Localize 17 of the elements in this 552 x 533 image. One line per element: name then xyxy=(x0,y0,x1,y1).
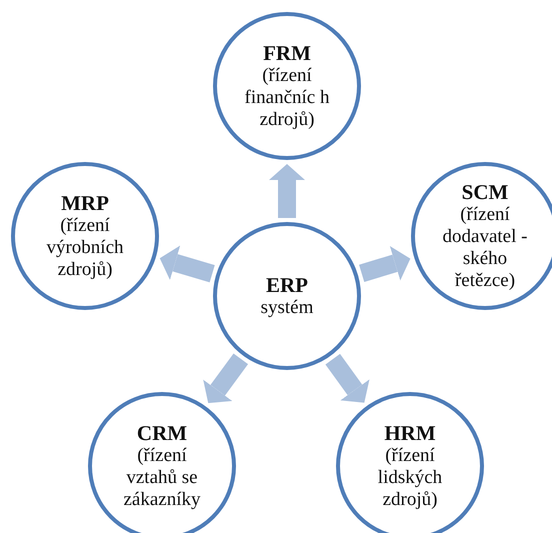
node-title: ERP xyxy=(266,273,308,297)
block-arrow xyxy=(203,354,248,404)
node-title: FRM xyxy=(263,41,311,65)
node-description: (řízení dodavatel -ského řetězce) xyxy=(442,204,528,292)
node-description: (řízení výrobních zdrojů) xyxy=(45,215,125,281)
node-description: (řízení finančníc h zdrojů) xyxy=(244,65,330,131)
node-title: HRM xyxy=(384,421,436,445)
block-arrow xyxy=(359,246,410,282)
node-title: MRP xyxy=(61,191,109,215)
node-description: (řízení vztahů se zákazníky xyxy=(122,445,202,511)
node-description: (řízení lidských zdrojů) xyxy=(376,445,444,511)
node-description: systém xyxy=(260,297,314,319)
node-title: CRM xyxy=(136,421,188,445)
block-arrow xyxy=(269,164,305,218)
block-arrow xyxy=(160,246,215,282)
block-arrow xyxy=(325,354,370,403)
node-title: SCM xyxy=(462,180,508,204)
